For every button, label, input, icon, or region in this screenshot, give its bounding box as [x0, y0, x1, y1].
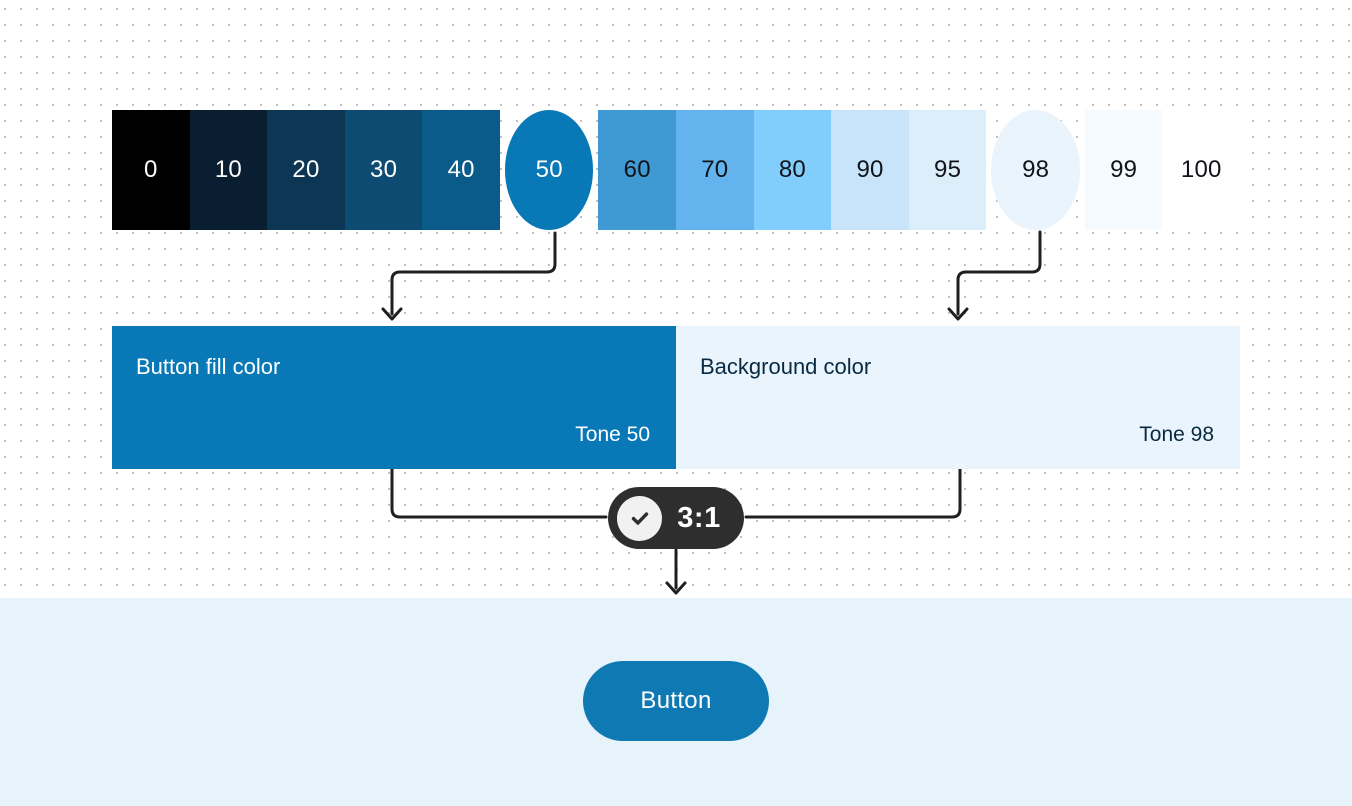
demo-button[interactable]: Button [583, 661, 769, 741]
preview-background-area: Button [0, 598, 1352, 806]
background-card: Background color Tone 98 [676, 326, 1240, 469]
palette-swatch-60: 60 [598, 110, 677, 230]
palette-swatch-0: 0 [112, 110, 190, 230]
check-circle-icon [617, 495, 662, 541]
background-card-title: Background color [700, 354, 872, 379]
palette-swatch-99: 99 [1084, 110, 1163, 230]
palette-swatch-100: 100 [1162, 110, 1241, 230]
palette-swatch-90: 90 [831, 110, 909, 230]
palette-swatch-50: 50 [500, 110, 598, 230]
background-tone-label: Tone 98 [1139, 423, 1214, 446]
palette-swatch-10: 10 [189, 110, 268, 230]
palette-swatch-20: 20 [267, 110, 345, 230]
contrast-ratio-value: 3:1 [677, 501, 721, 534]
palette-swatch-40: 40 [422, 110, 500, 230]
palette-swatch-80: 80 [753, 110, 832, 230]
contrast-ratio-badge: 3:1 [608, 487, 744, 549]
palette-swatch-98: 98 [986, 110, 1084, 230]
palette-swatch-95: 95 [908, 110, 987, 230]
button-fill-tone-label: Tone 50 [575, 423, 650, 446]
palette-swatch-70: 70 [676, 110, 754, 230]
palette-swatch-30: 30 [344, 110, 423, 230]
button-fill-card: Button fill color Tone 50 [112, 326, 676, 469]
button-fill-card-title: Button fill color [136, 354, 281, 379]
